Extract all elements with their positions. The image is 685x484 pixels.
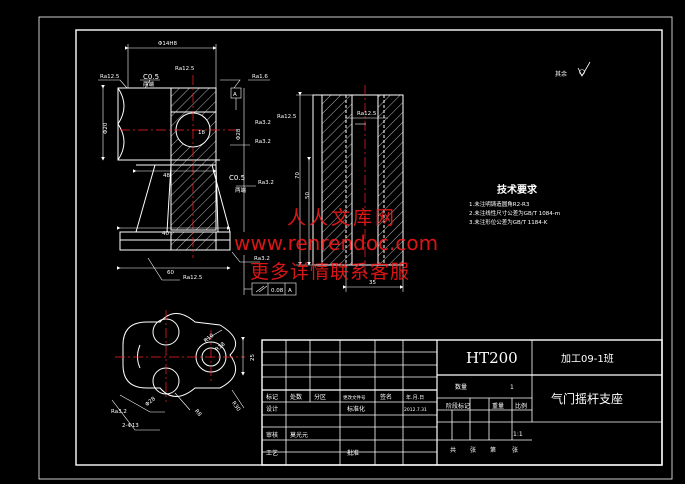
dim-d28: Φ28 — [236, 128, 242, 140]
class-name: 加工09-1班 — [561, 353, 614, 365]
process-label: 工艺 — [266, 449, 278, 457]
dim-ra-8: Ra12.5 — [277, 114, 297, 120]
dim-r-side: R30 — [230, 400, 241, 413]
dim-ra-5: Ra3.2 — [255, 139, 271, 145]
watermark-line-2[interactable]: www.renrendoc.com — [234, 231, 439, 255]
side-dim-text: 70 50 35 Ra12.5 Ra12.5 — [277, 111, 377, 286]
tech-title: 技术要求 — [497, 183, 538, 196]
sheet-word: 张 — [470, 446, 476, 454]
dim-25: 25 — [250, 354, 256, 361]
dim-r8: R8 — [193, 408, 203, 418]
dim-60: 60 — [167, 270, 174, 276]
front-dimensions — [98, 44, 297, 296]
dim-48: 48 — [163, 173, 170, 179]
dim-d14h8: Φ14H8 — [158, 41, 177, 47]
title-block — [261, 339, 663, 466]
dim-40: 40 — [162, 231, 169, 237]
dim-c05-mid: C0.5 — [229, 174, 245, 182]
review-label: 审核 — [266, 431, 278, 439]
dim-tol: 0.08 — [271, 288, 284, 294]
change-label: 更改文件号 — [343, 394, 366, 401]
tech-item-1: 1.未注明铸造圆角R2-R3 — [469, 200, 530, 208]
top-dim-text: R10 R18 25 2-Φ13 Ra3.2 R8 R30 Φ28 — [111, 332, 256, 429]
dim-holes: 2-Φ13 — [122, 423, 139, 429]
date-label: 年.月.日 — [406, 394, 424, 401]
tech-item-3: 3.未注形位公差为GB/T 1184-K — [469, 218, 548, 226]
dim-ra-3: Ra1.6 — [252, 74, 268, 80]
dim-50: 50 — [305, 192, 311, 199]
dim-ra-1: Ra12.5 — [100, 74, 120, 80]
dim-r18: R18 — [214, 341, 227, 353]
top-view — [122, 313, 237, 397]
reviewer: 莫光元 — [290, 431, 308, 439]
dim-tol-datum: A — [288, 288, 292, 294]
roughness-symbol — [577, 61, 591, 77]
dim-ra-top: Ra3.2 — [111, 409, 127, 415]
dim-70: 70 — [295, 172, 301, 179]
qty-label: 数量 — [455, 383, 467, 391]
weight-label: 重量 — [492, 402, 504, 410]
dim-ra-6: Ra3.2 — [258, 180, 274, 186]
dim-ra-2: Ra12.5 — [175, 66, 195, 72]
dim-c05-top: C0.5 — [143, 73, 159, 81]
scale-value: 1:1 — [513, 431, 523, 438]
mark-label: 标记 — [266, 393, 278, 401]
watermark-line-1: 人人文库网 — [287, 207, 398, 229]
top-dimensions — [111, 329, 245, 431]
dim-datum-a: A — [233, 92, 237, 98]
approve-label: 批准 — [347, 449, 359, 457]
std-date: 2012.7.31 — [404, 407, 427, 413]
count-label: 处数 — [290, 393, 302, 401]
outer-border — [38, 16, 673, 480]
dim-dia-left: Φ20 — [103, 122, 109, 134]
stage-label: 阶段标记 — [446, 402, 470, 410]
tech-requirements: 技术要求 1.未注明铸造圆角R2-R3 2.未注线性尺寸公差为GB/T 1084… — [469, 183, 560, 226]
front-view — [117, 87, 231, 251]
sign-label: 签名 — [380, 393, 392, 401]
material: HT200 — [466, 349, 518, 367]
page-label: 第 — [490, 446, 496, 454]
roughness-note-text: 其余 — [555, 70, 567, 78]
zone-label: 分区 — [314, 393, 326, 401]
dim-r10: R10 — [203, 332, 216, 344]
roughness-note: 其余 — [555, 61, 591, 78]
top-centerlines — [115, 310, 245, 402]
std-label: 标准化 — [347, 405, 365, 413]
design-label: 设计 — [266, 405, 278, 413]
part-name: 气门摇杆支座 — [551, 391, 623, 406]
dim-ra-10: Ra12.5 — [357, 111, 377, 117]
dim-d-hole: Φ28 — [144, 396, 157, 408]
dim-ra-4: Ra3.2 — [255, 120, 271, 126]
qty-value: 1 — [510, 384, 514, 391]
sheets-label: 共 — [450, 446, 456, 454]
dim-35: 35 — [369, 280, 376, 286]
side-view — [312, 94, 404, 266]
side-dimensions — [296, 92, 404, 292]
dim-ra-7: Ra12.5 — [183, 275, 203, 281]
tech-item-2: 2.未注线性尺寸公差为GB/T 1084-m — [469, 209, 560, 217]
title-block-text: HT200 加工09-1班 气门摇杆支座 数量 1 阶段标记 重量 比例 1:1… — [266, 349, 623, 457]
dim-both-ends-mid: 两端 — [235, 186, 247, 194]
front-dim-text: Φ14H8 C0.5 两端 Ra12.5 Ra12.5 Ra1.6 A Ra3.… — [100, 41, 292, 294]
dim-ra-9: Ra3.2 — [254, 256, 270, 262]
watermark-line-3: 更多详情联系客服 — [250, 261, 411, 283]
dim-both-ends-top: 两端 — [143, 80, 155, 88]
scale-label: 比例 — [515, 402, 527, 410]
page-word: 张 — [512, 446, 518, 454]
dim-18: 18 — [198, 130, 205, 136]
